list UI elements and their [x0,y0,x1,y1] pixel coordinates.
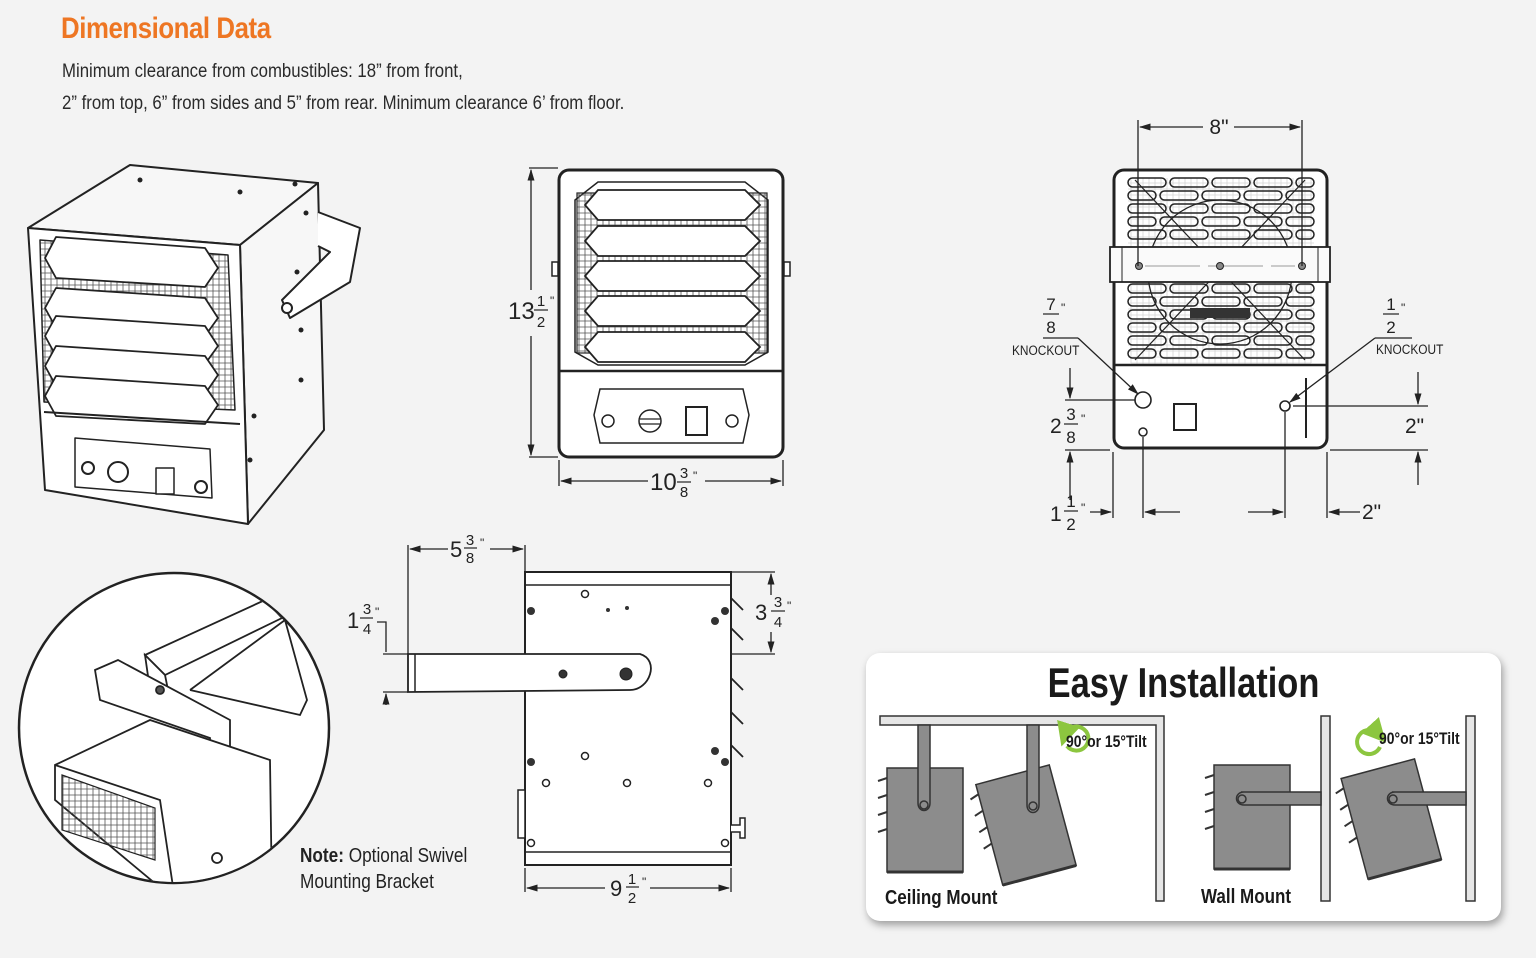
right-knockout-height-label: 2" [1405,415,1424,438]
svg-text:2: 2 [1066,515,1075,534]
isometric-heater-illustration [27,164,361,525]
depth-label: 9 1 2 " [610,871,646,907]
mount-illustrations [877,715,1476,902]
easy-installation-panel: Easy Installation [866,653,1501,921]
wall-mount-illustration [1204,715,1476,902]
svg-text:": " [1081,412,1085,426]
left-knockout-height-label: 2 3 8 " [1050,405,1085,447]
svg-text:7: 7 [1046,295,1055,314]
svg-text:": " [787,599,791,613]
front-height-label: 13 1 2 " [508,293,554,331]
svg-text:13: 13 [508,298,535,325]
svg-text:1: 1 [1386,295,1395,314]
svg-text:": " [1061,301,1065,315]
svg-text:3: 3 [1066,405,1075,424]
grille-slot-rows [1127,177,1315,359]
clearance-text-line1: Minimum clearance from combustibles: 18”… [62,60,463,82]
front-view-drawing [551,168,791,459]
bracket-width-label: 1 3 4 " [347,601,379,638]
side-view-drawing [407,571,746,866]
installation-title: Easy Installation [1047,659,1320,706]
svg-text:9: 9 [610,876,622,901]
svg-text:1: 1 [537,293,545,310]
svg-text:8: 8 [1046,318,1055,337]
svg-text:5: 5 [450,537,462,562]
side-dimensions [377,545,775,892]
wall-tilt-label: 90°or 15°Tilt [1379,729,1460,748]
ceiling-mount-label: Ceiling Mount [885,887,998,909]
svg-text:1: 1 [1066,492,1075,511]
ceiling-tilt-label: 90°or 15°Tilt [1066,732,1147,751]
front-width-dimension [558,460,784,486]
svg-text:": " [1401,301,1405,315]
front-width-label: 10 3 8 " [650,465,697,501]
note-text-line2: Mounting Bracket [300,871,434,893]
svg-text:1: 1 [1050,503,1062,526]
page-title: Dimensional Data [61,12,271,45]
knockout-large [1134,391,1152,409]
rear-view-drawing [1109,168,1331,450]
svg-text:": " [642,875,646,889]
svg-text:3: 3 [774,594,782,611]
svg-text:2: 2 [537,314,545,331]
rear-dimensions [1043,120,1428,518]
clearance-text-line2: 2” from top, 6” from sides and 5” from r… [62,92,625,114]
wall-mount-label: Wall Mount [1201,886,1292,908]
svg-text:8: 8 [680,484,688,501]
left-knockout-label: 7 8 " KNOCKOUT [1012,295,1079,358]
svg-text:KNOCKOUT: KNOCKOUT [1012,342,1079,358]
svg-text:4: 4 [363,621,371,638]
svg-text:2: 2 [1386,318,1395,337]
svg-text:3: 3 [363,601,371,618]
bracket-top-offset-label: 3 3 4 " [755,594,791,631]
bracket-extension-label: 5 3 8 " [450,532,484,567]
swivel-bracket-note: Note: Optional Swivel Mounting Bracket [300,843,467,895]
swivel-bracket-illustration [17,571,331,885]
right-knockout-label: 1 2 " KNOCKOUT [1376,295,1443,357]
left-knockout-offset-label: 1 1 2 " [1050,492,1085,534]
knockout-small [1279,400,1291,412]
svg-text:KNOCKOUT: KNOCKOUT [1376,341,1443,357]
front-height-dimension [527,167,558,458]
tilt-arrow-icon [1355,717,1387,757]
svg-text:": " [693,469,697,483]
svg-text:1: 1 [628,871,636,888]
svg-text:2: 2 [1050,415,1062,438]
svg-text:3: 3 [755,600,767,625]
svg-text:": " [1081,501,1085,515]
ceiling-mount-illustration [877,715,1165,902]
note-text-line1: Optional Swivel [348,845,468,867]
svg-text:4: 4 [774,614,782,631]
right-knockout-offset-label: 2" [1362,501,1381,524]
svg-text:3: 3 [680,465,688,482]
svg-text:8: 8 [466,550,474,567]
svg-text:2: 2 [628,890,636,907]
svg-text:1: 1 [347,608,359,633]
svg-text:": " [480,536,484,550]
svg-text:": " [375,605,379,619]
note-label: Note: [300,845,344,867]
svg-text:10: 10 [650,469,677,496]
svg-text:8: 8 [1066,428,1075,447]
bracket-spacing-label: 8" [1209,116,1228,139]
tilt-arrow-icon [1057,719,1091,753]
svg-text:": " [550,294,554,308]
svg-text:3: 3 [466,532,474,549]
